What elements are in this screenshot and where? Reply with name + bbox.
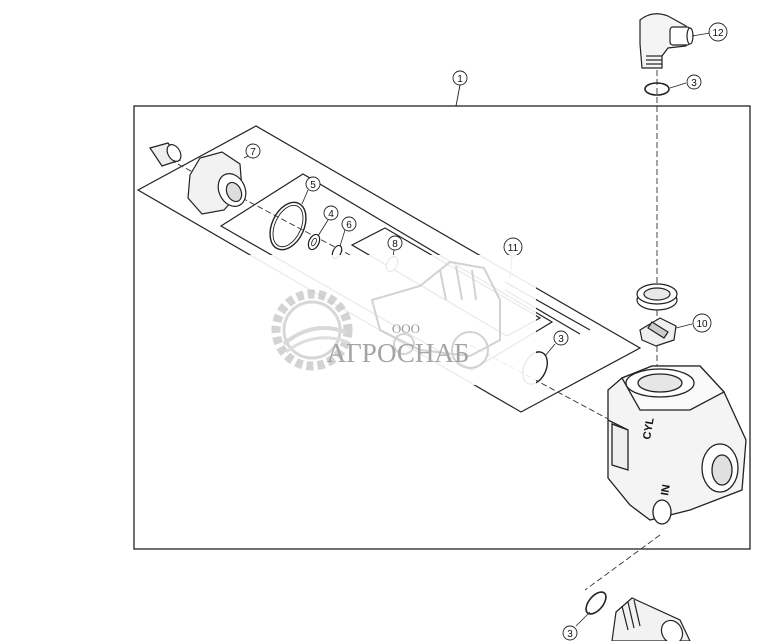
watermark-company-prefix: ООО — [392, 321, 420, 336]
port-label-cyl: CYL — [641, 416, 657, 440]
top-o-ring-part — [644, 82, 670, 96]
large-o-ring-part — [269, 201, 307, 251]
watermark-company-name: АГРОСНАБ — [327, 338, 470, 368]
callout-4: 4 — [317, 205, 339, 237]
svg-text:7: 7 — [250, 147, 256, 158]
svg-text:3: 3 — [558, 334, 564, 345]
gear-icon — [271, 289, 353, 371]
port-label-in: IN — [659, 484, 673, 497]
watermark: ООО АГРОСНАБ — [246, 255, 536, 385]
callout-3-bottom: 3 — [562, 611, 591, 641]
svg-text:8: 8 — [392, 239, 398, 250]
svg-text:10: 10 — [696, 319, 708, 330]
callout-3-top: 3 — [669, 74, 702, 90]
hex-plug-part — [187, 151, 247, 215]
svg-text:3: 3 — [691, 78, 697, 89]
callout-5: 5 — [301, 176, 321, 205]
svg-text:1: 1 — [457, 74, 463, 85]
cap-part — [149, 142, 182, 167]
small-ring-part — [307, 233, 321, 251]
callout-8: 8 — [387, 235, 403, 259]
valve-insert-part — [639, 317, 677, 347]
callout-10: 10 — [675, 313, 712, 333]
svg-text:5: 5 — [310, 180, 316, 191]
svg-text:4: 4 — [328, 209, 334, 220]
callout-6: 6 — [339, 216, 357, 247]
callout-1: 1 — [452, 70, 468, 86]
bottom-o-ring-part — [585, 591, 607, 615]
assembly-frame — [133, 105, 751, 550]
callout-3-kit: 3 — [544, 330, 569, 357]
callout-12: 12 — [691, 22, 728, 42]
harvester-icon — [370, 260, 501, 369]
svg-text:6: 6 — [346, 220, 352, 231]
callout-7: 7 — [243, 143, 261, 159]
elbow-fitting-part — [639, 13, 694, 69]
straight-fitting-part — [611, 597, 691, 641]
callout-1-leader — [455, 84, 461, 107]
svg-text:12: 12 — [712, 28, 724, 39]
svg-text:3: 3 — [567, 629, 573, 640]
large-o-ring-inner — [272, 204, 304, 248]
valve-body-part: CYL IN — [607, 365, 747, 525]
seal-ring-part — [636, 283, 678, 311]
svg-text:11: 11 — [508, 243, 519, 254]
